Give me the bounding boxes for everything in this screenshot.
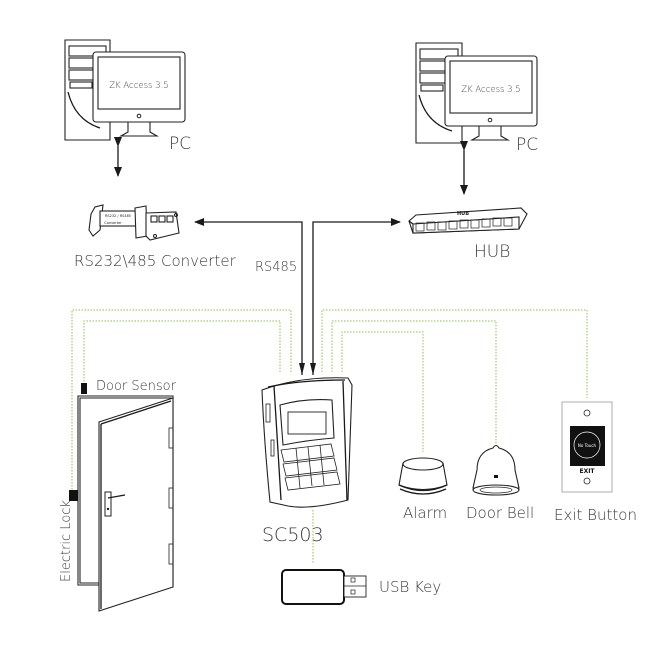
controller: SC503	[261, 377, 353, 546]
door-sensor-label: Door Sensor	[96, 379, 177, 394]
alarm: Alarm	[398, 457, 448, 522]
pc-right: ZK Access 3.5 PC	[415, 42, 538, 155]
hub-device-text: HUB	[457, 211, 469, 217]
wire-door-bell	[331, 320, 497, 445]
hub-label: HUB	[474, 242, 510, 262]
door: Door Sensor Electric Lock	[59, 379, 177, 612]
converter-label: RS232\485 Converter	[74, 252, 237, 270]
usb-key-icon	[281, 569, 367, 605]
rs232-485-converter-icon: RS232 / RS485 Converter	[88, 204, 180, 241]
door-bell: Door Bell	[466, 444, 534, 522]
rs485-label: RS485	[255, 260, 297, 275]
rs485-line-to-hub	[312, 218, 401, 375]
electric-lock-icon	[69, 490, 78, 501]
exit-text: EXIT	[579, 468, 595, 475]
wire-door-sensor	[83, 320, 281, 387]
converter: RS232 / RS485 Converter RS232\485 Conver…	[74, 204, 237, 270]
svg-text:RS232 / RS485: RS232 / RS485	[105, 214, 131, 218]
hub: HUB HUB	[408, 207, 528, 262]
no-touch-text: No Touch	[578, 443, 597, 448]
network-hub-icon: HUB	[408, 207, 528, 234]
exit-button-label: Exit Button	[554, 506, 637, 524]
pc-left-screen-text: ZK Access 3.5	[109, 81, 168, 91]
usb-key-label: USB Key	[379, 578, 441, 596]
exit-button: No Touch EXIT Exit Button	[554, 401, 637, 524]
door-bell-label: Door Bell	[466, 504, 534, 522]
pc-left: ZK Access 3.5 PC	[64, 39, 191, 154]
wires	[71, 309, 588, 563]
wire-electric-lock	[71, 309, 292, 492]
door-sensor-icon	[81, 383, 87, 394]
bell-icon	[472, 444, 520, 496]
wire-exit-button	[321, 309, 588, 398]
alarm-label: Alarm	[403, 504, 447, 522]
controller-label: SC503	[262, 524, 324, 546]
monitor-icon: ZK Access 3.5	[92, 51, 186, 137]
wire-alarm	[341, 331, 424, 452]
electric-lock-label: Electric Lock	[59, 500, 74, 582]
converter-device-text: Converter	[104, 221, 122, 225]
pc-right-label: PC	[516, 135, 538, 155]
pc-right-screen-text: ZK Access 3.5	[461, 85, 520, 95]
usb-key: USB Key	[281, 569, 441, 605]
door-handle-icon	[104, 491, 126, 517]
exit-button-icon: No Touch EXIT	[561, 401, 613, 493]
alarm-icon	[398, 457, 448, 495]
sc503-device-icon	[261, 377, 353, 508]
monitor-icon: ZK Access 3.5	[444, 55, 538, 141]
pc-left-label: PC	[169, 134, 191, 154]
rs485-bus: RS485	[194, 218, 401, 375]
rs485-line-to-converter	[194, 218, 303, 375]
